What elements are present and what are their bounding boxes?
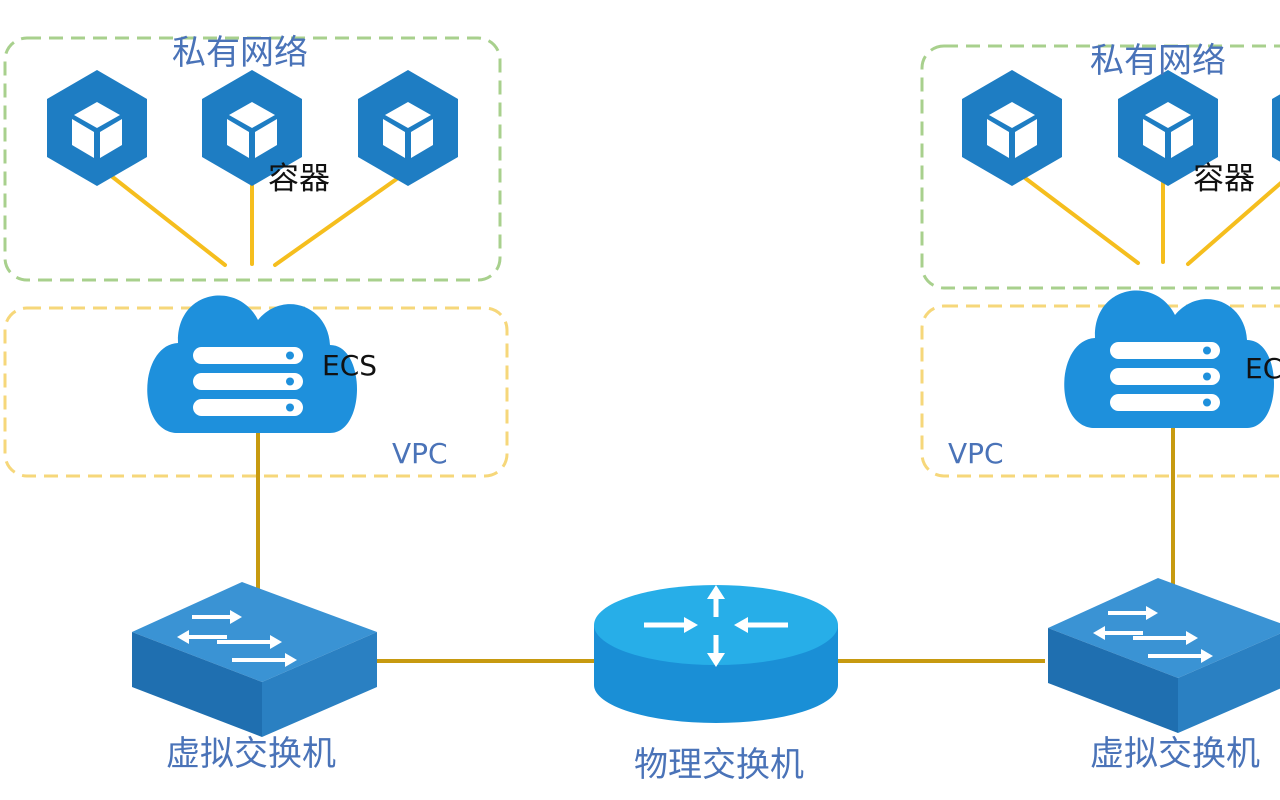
vpc-boundary-left (3, 306, 509, 478)
container-icon (1272, 70, 1280, 186)
private-network-label-left: 私有网络 (172, 33, 308, 73)
vpc-label-left: VPC (392, 437, 448, 470)
physical-switch-router-icon (594, 585, 838, 723)
private-network-label-right: 私有网络 (1090, 41, 1226, 81)
backbone-links (256, 425, 1175, 663)
container-icon (962, 70, 1062, 186)
ecs-cloud-server-icon (1064, 290, 1274, 428)
virtual-switch-icon (1046, 576, 1280, 735)
ecs-label-left: ECS (322, 349, 378, 382)
private-network-boundary-left (3, 36, 502, 282)
virtual-switch-label-right: 虚拟交换机 (1090, 734, 1260, 774)
container-links-right (1023, 176, 1280, 266)
virtual-switch-label-left: 虚拟交换机 (166, 734, 336, 774)
ecs-label-right: ECS (1245, 352, 1280, 385)
container-icon (47, 70, 147, 186)
container-links-left (108, 173, 400, 267)
private-network-boundary-right (920, 44, 1280, 290)
physical-switch-label: 物理交换机 (634, 745, 804, 785)
container-icon (358, 70, 458, 186)
container-label-right: 容器 (1193, 161, 1255, 197)
vpc-label-right: VPC (948, 437, 1004, 470)
container-label-left: 容器 (268, 161, 330, 197)
virtual-switch-icon (130, 580, 379, 739)
